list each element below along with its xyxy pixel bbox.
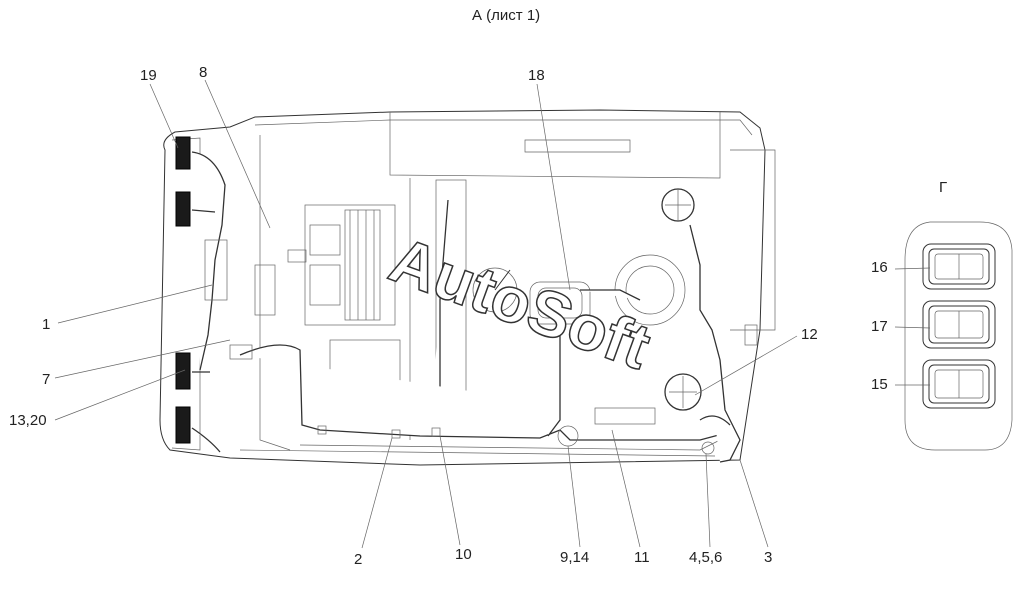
callout-3: 3 (764, 549, 772, 566)
rocker-switch-15 (922, 359, 996, 409)
headlamp-1 (175, 136, 191, 170)
callout-17: 17 (871, 318, 888, 335)
headlamp-2 (175, 191, 191, 227)
sheet-title: А (лист 1) (472, 7, 540, 24)
callout-12: 12 (801, 326, 818, 343)
callout-16: 16 (871, 259, 888, 276)
callout-10: 10 (455, 546, 472, 563)
rocker-switch-17 (922, 300, 996, 349)
callouts: 19 8 18 1 7 13,20 12 16 17 15 2 10 9,14 … (9, 64, 888, 568)
callout-7: 7 (42, 371, 50, 388)
cab-outline (159, 109, 776, 466)
callout-1: 1 (42, 316, 50, 333)
rocker-switch-16 (922, 243, 996, 290)
callout-15: 15 (871, 376, 888, 393)
left-lamp-panel (171, 136, 228, 453)
watermark-text: AutoSoft (381, 223, 659, 383)
callout-11: 11 (634, 549, 650, 566)
switch-panel: Г (904, 179, 1013, 451)
view-label: Г (939, 179, 947, 196)
callout-18: 18 (528, 67, 545, 84)
right-lamps (661, 188, 702, 411)
leader-lines (54, 79, 931, 549)
callout-8: 8 (199, 64, 207, 81)
headlamp-4 (175, 406, 191, 444)
fuse-block (204, 239, 228, 301)
callout-13-20: 13,20 (9, 412, 47, 429)
relay-block (254, 204, 401, 421)
callout-2: 2 (354, 551, 362, 568)
callout-4-5-6: 4,5,6 (689, 549, 722, 566)
callout-19: 19 (140, 67, 157, 84)
callout-9-14: 9,14 (560, 549, 589, 566)
main-harness (229, 224, 758, 463)
